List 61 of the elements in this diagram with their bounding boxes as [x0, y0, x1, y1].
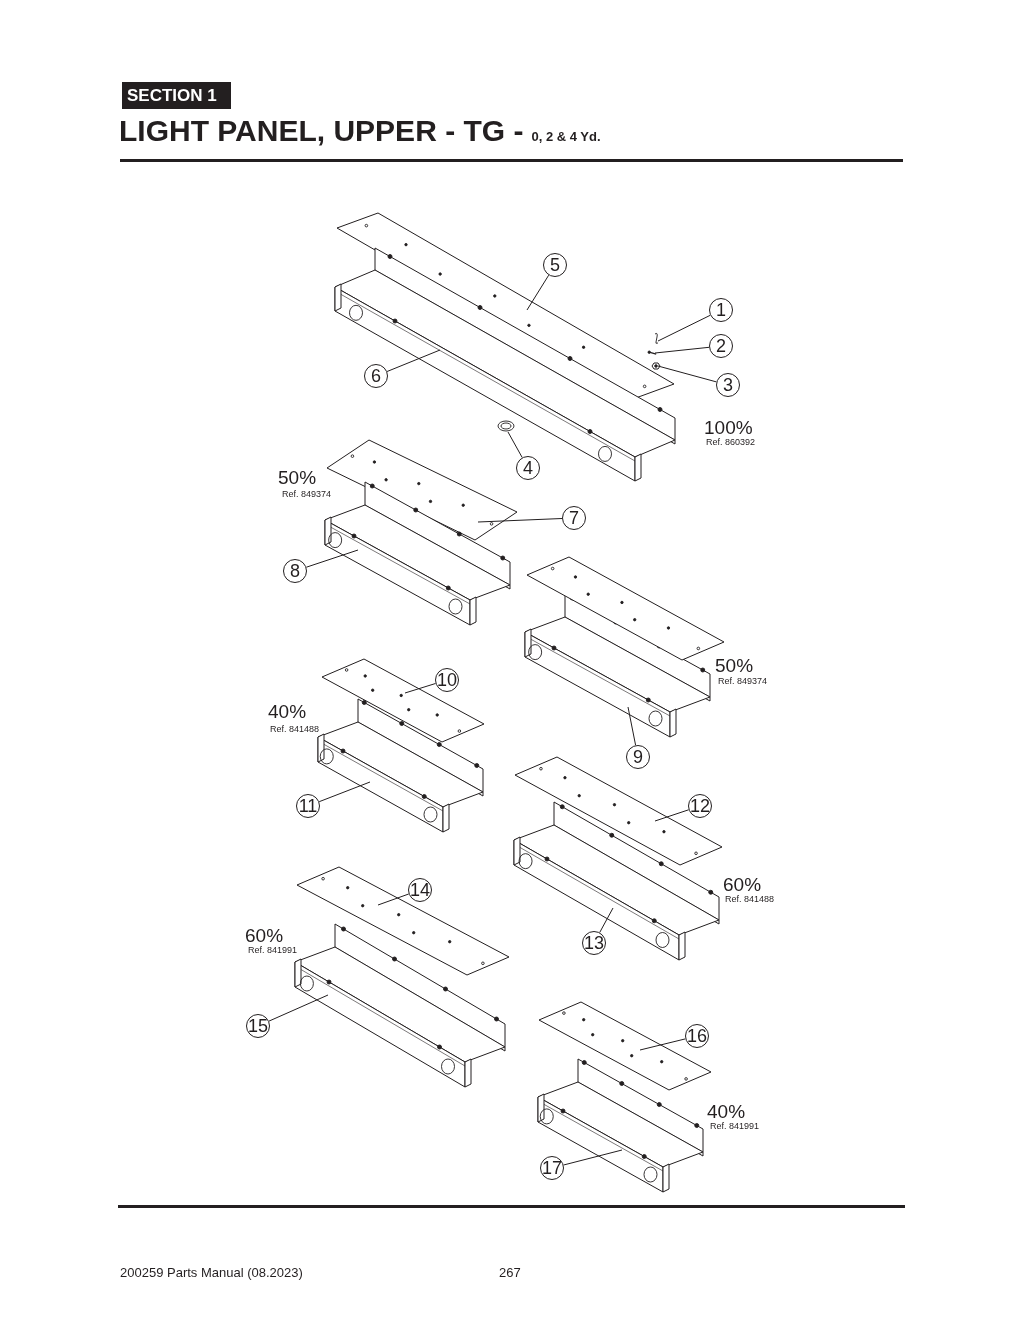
pin-drawing [646, 349, 657, 355]
reference-number: Ref. 849374 [282, 490, 332, 499]
leader-line [477, 518, 563, 523]
reference-number: Ref. 841991 [248, 946, 298, 955]
reference-number: Ref. 860392 [706, 438, 756, 447]
callout-number: 17 [540, 1156, 564, 1180]
leader-line [657, 365, 717, 383]
callout-number: 2 [709, 334, 733, 358]
leader-line [627, 706, 637, 746]
callout-number: 14 [408, 878, 432, 902]
percent-label: 40% [268, 702, 307, 721]
callout-number: 5 [543, 253, 567, 277]
nut-drawing [651, 362, 661, 370]
title-subtext: 0, 2 & 4 Yd. [531, 129, 601, 144]
section-tag: SECTION 1 [122, 82, 231, 109]
cover-plate-drawing [296, 866, 510, 976]
leader-line [507, 431, 523, 458]
reference-number: Ref. 841488 [270, 725, 320, 734]
percent-label: 50% [715, 656, 754, 675]
leader-line [563, 1149, 623, 1166]
page-title: LIGHT PANEL, UPPER - TG - [119, 114, 524, 148]
page-number: 267 [499, 1266, 521, 1279]
channel-drawing [334, 247, 676, 482]
channel-drawing [317, 698, 484, 833]
callout-number: 15 [246, 1014, 270, 1038]
footer-text: 200259 Parts Manual (08.2023) [120, 1266, 303, 1279]
callout-number: 1 [709, 298, 733, 322]
channel-drawing [513, 801, 720, 961]
channel-drawing [537, 1058, 704, 1193]
callout-number: 8 [283, 559, 307, 583]
clip-drawing [653, 330, 660, 345]
callout-number: 10 [435, 668, 459, 692]
percent-label: 60% [723, 875, 762, 894]
callout-number: 13 [582, 931, 606, 955]
callout-number: 7 [562, 506, 586, 530]
cover-plate-drawing [321, 658, 485, 743]
leader-line [377, 893, 410, 906]
grommet-drawing [497, 420, 515, 432]
leader-line [404, 683, 436, 694]
callout-number: 4 [516, 456, 540, 480]
callout-number: 11 [296, 794, 320, 818]
callout-number: 6 [364, 364, 388, 388]
leader-line [599, 907, 614, 933]
callout-number: 9 [626, 745, 650, 769]
leader-line [654, 809, 690, 822]
percent-label: 40% [707, 1102, 746, 1121]
leader-line [654, 346, 710, 354]
percent-label: 100% [704, 418, 753, 437]
percent-label: 60% [245, 926, 284, 945]
callout-number: 12 [688, 794, 712, 818]
callout-number: 3 [716, 373, 740, 397]
leader-line [657, 314, 711, 342]
leader-line [305, 549, 359, 568]
leader-line [526, 274, 550, 311]
leader-line [268, 994, 329, 1022]
percent-label: 50% [278, 468, 317, 487]
leader-line [639, 1038, 686, 1051]
callout-number: 16 [685, 1024, 709, 1048]
cover-plate-drawing [538, 1001, 712, 1091]
leader-line [318, 781, 371, 803]
leader-line [386, 349, 441, 372]
